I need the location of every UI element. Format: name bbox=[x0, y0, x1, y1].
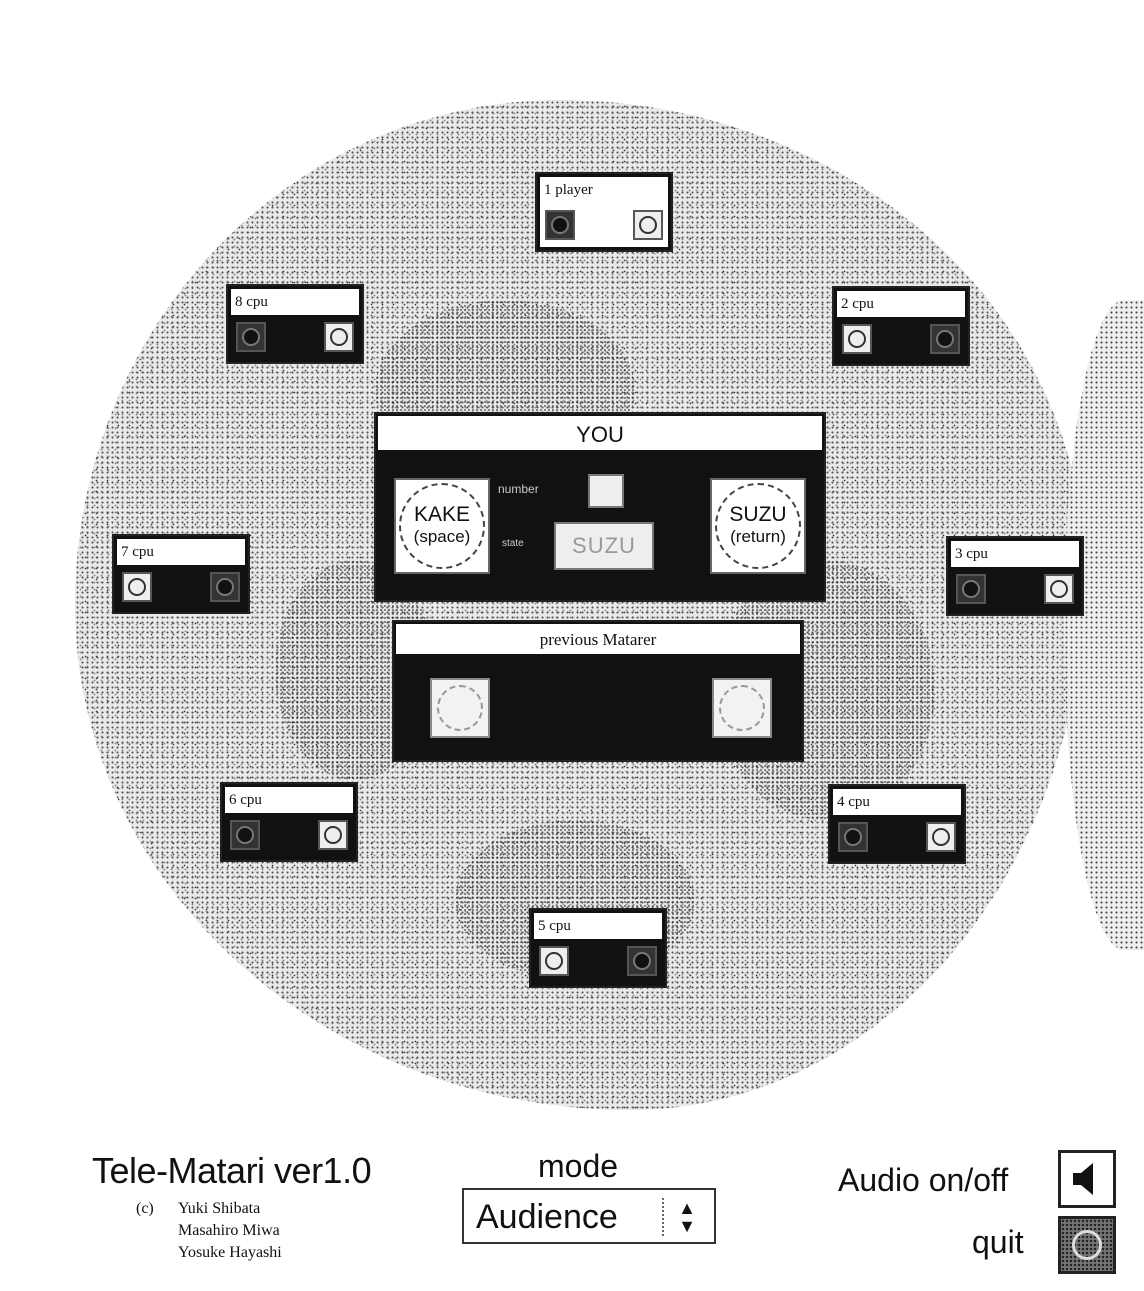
number-label: number bbox=[498, 482, 539, 496]
previous-matarer-panel: previous Matarer bbox=[392, 620, 804, 762]
seat-5-cpu: 5 cpu bbox=[529, 908, 667, 988]
quit-label: quit bbox=[972, 1224, 1024, 1260]
credit-name: Yosuke Hayashi bbox=[178, 1244, 282, 1261]
kake-indicator-icon bbox=[122, 572, 152, 602]
seat-label: 4 cpu bbox=[833, 789, 961, 815]
suzu-indicator-icon bbox=[1044, 574, 1074, 604]
you-panel: YOU KAKE (space) number state SUZU SUZU … bbox=[374, 412, 826, 602]
previous-kake-icon bbox=[430, 678, 490, 738]
mode-label: mode bbox=[538, 1148, 619, 1184]
state-display: SUZU bbox=[554, 522, 654, 570]
seat-7-cpu: 7 cpu bbox=[112, 534, 250, 614]
seat-label: 3 cpu bbox=[951, 541, 1079, 567]
kake-indicator-icon bbox=[956, 574, 986, 604]
kake-key: (space) bbox=[413, 527, 471, 546]
previous-suzu-icon bbox=[712, 678, 772, 738]
up-down-arrows-icon: ▲▼ bbox=[662, 1198, 704, 1236]
kake-indicator-icon bbox=[230, 820, 260, 850]
suzu-indicator-icon bbox=[930, 324, 960, 354]
quit-icon bbox=[1072, 1230, 1102, 1260]
seat-body bbox=[534, 941, 662, 983]
seat-1-player: 1 player bbox=[535, 172, 673, 252]
seat-body bbox=[117, 567, 245, 609]
suzu-indicator-icon bbox=[627, 946, 657, 976]
credit-name: Masahiro Miwa bbox=[178, 1222, 280, 1239]
credits: (c) Yuki Shibata Masahiro Miwa Yosuke Ha… bbox=[136, 1198, 282, 1264]
kake-indicator-icon bbox=[545, 210, 575, 240]
credit-names: Yuki Shibata Masahiro Miwa Yosuke Hayash… bbox=[178, 1198, 282, 1264]
seat-6-cpu: 6 cpu bbox=[220, 782, 358, 862]
stone-background bbox=[75, 100, 1085, 1110]
previous-matarer-title: previous Matarer bbox=[396, 624, 800, 654]
copyright-mark: (c) bbox=[136, 1200, 154, 1217]
seat-label: 5 cpu bbox=[534, 913, 662, 939]
seat-label: 7 cpu bbox=[117, 539, 245, 565]
audio-label: Audio on/off bbox=[838, 1162, 1009, 1198]
kake-indicator-icon bbox=[539, 946, 569, 976]
seat-8-cpu: 8 cpu bbox=[226, 284, 364, 364]
speaker-icon bbox=[1073, 1163, 1093, 1195]
suzu-indicator-icon bbox=[210, 572, 240, 602]
mode-selected-value: Audience bbox=[476, 1198, 618, 1236]
audio-toggle-button[interactable] bbox=[1058, 1150, 1116, 1208]
kake-icon: KAKE (space) bbox=[399, 483, 485, 569]
suzu-label: SUZU bbox=[729, 503, 787, 526]
kake-indicator-icon bbox=[236, 322, 266, 352]
seat-body bbox=[833, 817, 961, 859]
stone-edge bbox=[1064, 300, 1144, 950]
seat-body bbox=[231, 317, 359, 359]
suzu-indicator-icon bbox=[926, 822, 956, 852]
kake-label: KAKE bbox=[413, 503, 471, 526]
suzu-indicator-icon bbox=[633, 210, 663, 240]
kake-button[interactable]: KAKE (space) bbox=[394, 478, 490, 574]
mode-select[interactable]: Audience ▲▼ bbox=[462, 1188, 716, 1244]
app-title: Tele-Matari ver1.0 bbox=[92, 1150, 372, 1191]
seat-label: 2 cpu bbox=[837, 291, 965, 317]
seat-label: 1 player bbox=[540, 177, 668, 205]
quit-button[interactable] bbox=[1058, 1216, 1116, 1274]
credit-name: Yuki Shibata bbox=[178, 1200, 261, 1217]
kake-indicator-icon bbox=[842, 324, 872, 354]
suzu-indicator-icon bbox=[318, 820, 348, 850]
suzu-button[interactable]: SUZU (return) bbox=[710, 478, 806, 574]
suzu-indicator-icon bbox=[324, 322, 354, 352]
seat-label: 8 cpu bbox=[231, 289, 359, 315]
seat-label: 6 cpu bbox=[225, 787, 353, 813]
seat-body bbox=[837, 319, 965, 361]
seat-4-cpu: 4 cpu bbox=[828, 784, 966, 864]
seat-3-cpu: 3 cpu bbox=[946, 536, 1084, 616]
kake-indicator-icon bbox=[838, 822, 868, 852]
seat-body bbox=[225, 815, 353, 857]
seat-body bbox=[540, 205, 668, 247]
suzu-key: (return) bbox=[730, 527, 786, 546]
you-panel-title: YOU bbox=[378, 416, 822, 450]
number-display bbox=[588, 474, 624, 508]
seat-body bbox=[951, 569, 1079, 611]
state-label: state bbox=[502, 538, 524, 549]
suzu-icon: SUZU (return) bbox=[715, 483, 801, 569]
seat-2-cpu: 2 cpu bbox=[832, 286, 970, 366]
